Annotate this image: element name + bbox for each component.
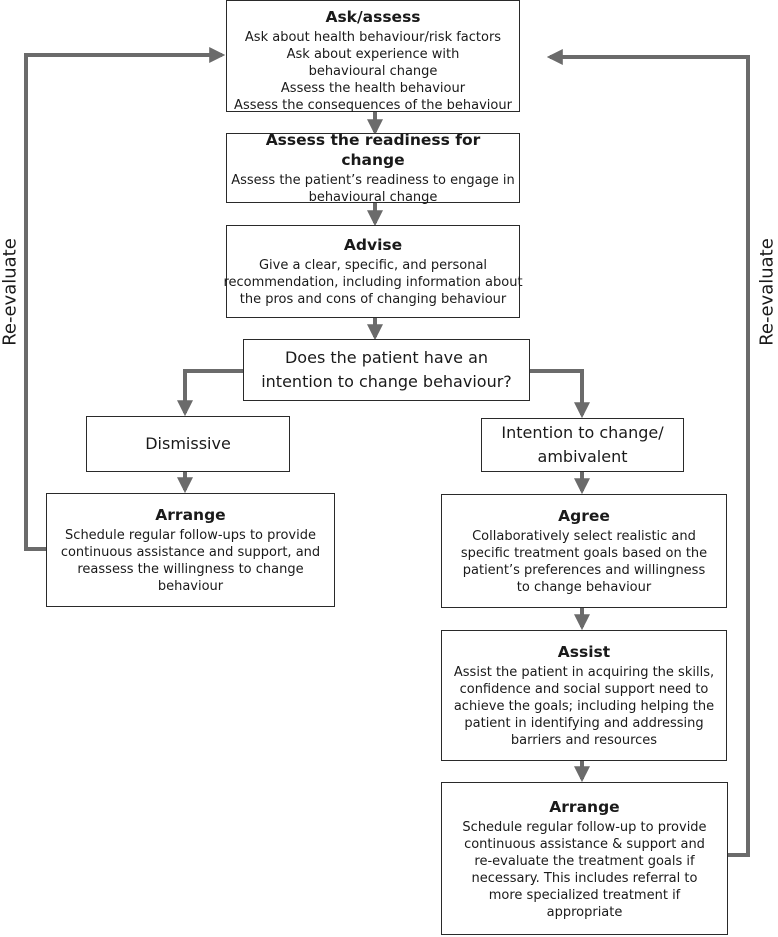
readiness-line: Assess the patient’s readiness to engage… <box>231 173 515 188</box>
readiness-box: Assess the readiness for change Assess t… <box>226 131 520 205</box>
arrange-left-line: continuous assistance and support, and <box>60 545 321 560</box>
agree-line: patient’s preferences and willingness <box>462 563 706 578</box>
ask-line: Assess the health behaviour <box>280 81 466 96</box>
readiness-title: Assess the readiness for change <box>265 131 481 169</box>
arrange-right-line: continuous assistance & support and <box>464 836 705 852</box>
arrange-left-line: reassess the willingness to change <box>77 562 304 577</box>
reevaluate-left-label: Re-evaluate <box>0 238 21 346</box>
decision-line: Does the patient have an <box>284 348 489 367</box>
intention-line: ambivalent <box>537 447 628 466</box>
agree-line: specific treatment goals based on the <box>460 546 708 561</box>
advise-line: recommendation, including information ab… <box>223 275 523 290</box>
assist-title: Assist <box>557 643 611 661</box>
loop-right-reevaluate <box>546 49 750 857</box>
advise-title: Advise <box>343 236 403 254</box>
intention-line: Intention to change/ <box>501 423 664 442</box>
dismissive-box: Dismissive <box>86 416 290 472</box>
advise-line: Give a clear, specific, and personal <box>258 258 488 273</box>
assist-line: achieve the goals; including helping the <box>453 699 715 714</box>
arrange-left-line: behaviour <box>157 579 224 594</box>
assist-line: barriers and resources <box>510 733 658 748</box>
advise-line: the pros and cons of changing behaviour <box>239 292 507 307</box>
ask-assess-title: Ask/assess <box>325 8 421 26</box>
arrange-right-line: re-evaluate the treatment goals if <box>474 853 695 869</box>
arrange-right-line: appropriate <box>546 904 623 920</box>
agree-title: Agree <box>558 507 610 525</box>
arrange-right-line: necessary. This includes referral to <box>471 870 698 886</box>
agree-line: Collaboratively select realistic and <box>472 529 696 544</box>
ask-assess-box: Ask/assess Ask about health behaviour/ri… <box>226 0 520 113</box>
loop-left-reevaluate <box>24 47 226 551</box>
decision-box: Does the patient have an intention to ch… <box>243 339 530 401</box>
arrange-right-line: Schedule regular follow-up to provide <box>462 819 707 835</box>
arrow-decision-to-dismissive <box>177 369 243 417</box>
arrange-left-line: Schedule regular follow-ups to provide <box>65 528 316 543</box>
agree-line: to change behaviour <box>516 580 652 595</box>
arrange-left-box: Arrange Schedule regular follow-ups to p… <box>46 493 335 607</box>
dismissive-label: Dismissive <box>145 434 231 453</box>
assist-line: Assist the patient in acquiring the skil… <box>453 665 715 680</box>
advise-box: Advise Give a clear, specific, and perso… <box>223 225 523 318</box>
arrange-right-box: Arrange Schedule regular follow-up to pr… <box>441 782 728 935</box>
assist-line: confidence and social support need to <box>459 682 709 697</box>
ask-line: Ask about health behaviour/risk factors <box>244 30 502 45</box>
agree-box: Agree Collaboratively select realistic a… <box>441 494 727 608</box>
intention-box: Intention to change/ ambivalent <box>481 418 684 472</box>
ask-line: Ask about experience with <box>286 47 460 62</box>
ask-line: behavioural change <box>308 64 438 79</box>
decision-line: intention to change behaviour? <box>261 372 512 391</box>
readiness-line: behavioural change <box>308 190 438 205</box>
arrange-right-title: Arrange <box>549 797 620 816</box>
arrange-left-title: Arrange <box>155 506 226 524</box>
reevaluate-right-label: Re-evaluate <box>756 238 778 346</box>
arrange-right-line: more specialized treatment if <box>488 887 681 903</box>
arrow-decision-to-intention <box>530 369 590 419</box>
ask-line: Assess the consequences of the behaviour <box>234 98 512 113</box>
assist-line: patient in identifying and addressing <box>464 716 704 731</box>
assist-box: Assist Assist the patient in acquiring t… <box>441 630 727 761</box>
